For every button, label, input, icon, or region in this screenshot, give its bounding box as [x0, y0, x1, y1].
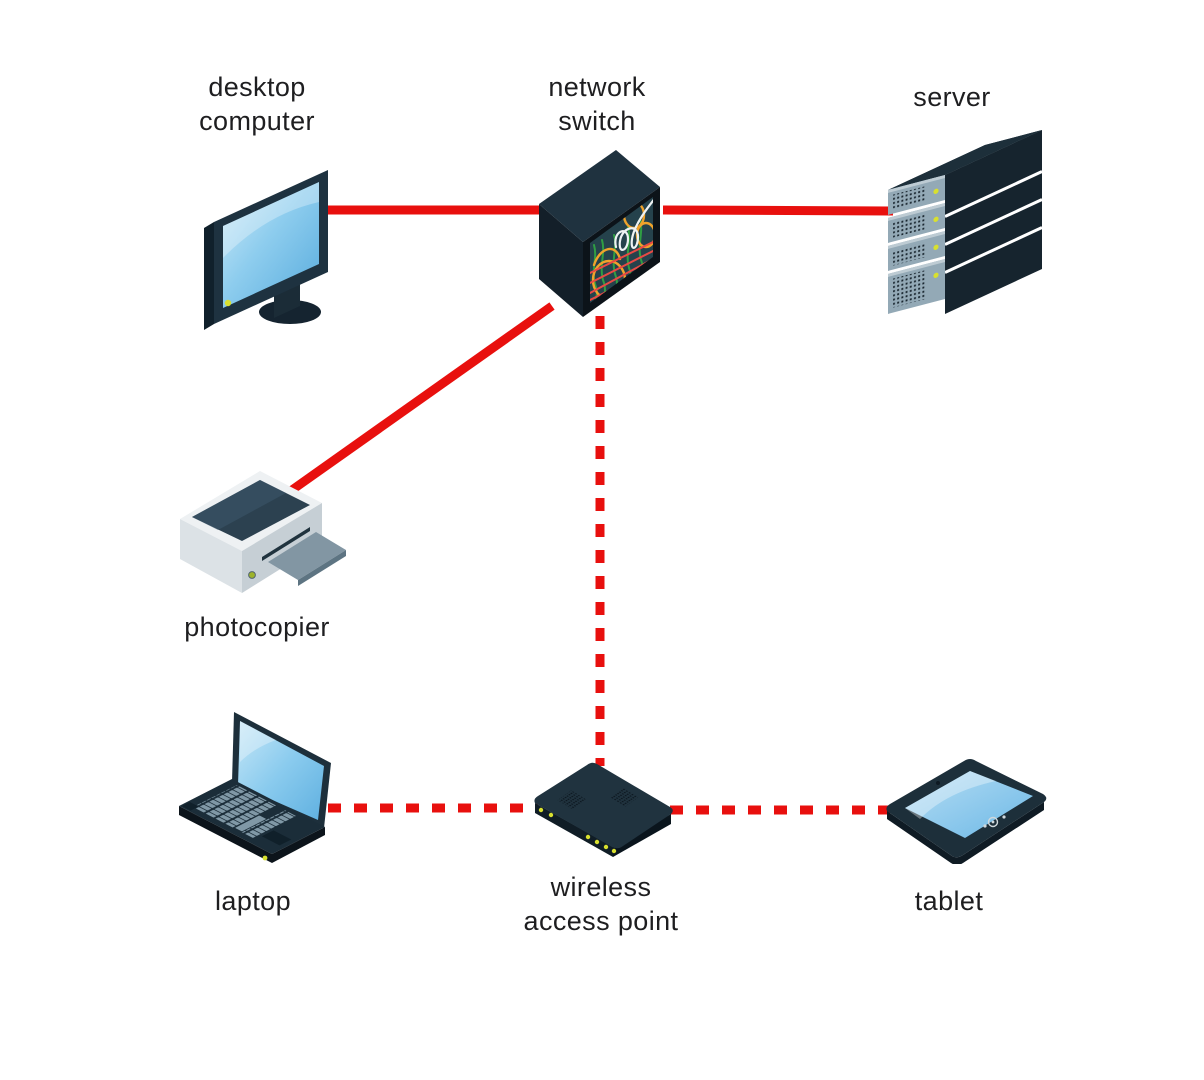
laptop-keyboard — [193, 785, 296, 838]
wap-vents — [557, 787, 639, 810]
node-label-server: server — [913, 82, 991, 112]
tablet-camera — [936, 781, 940, 785]
switch-top — [539, 150, 660, 242]
wap-face-left — [535, 803, 613, 857]
node-label-tablet: tablet — [914, 886, 984, 916]
laptop-screen — [238, 721, 324, 820]
switch-side — [539, 204, 583, 317]
photocopier-icon — [176, 460, 351, 607]
copier-slot — [262, 527, 310, 561]
wap-face-right — [613, 814, 671, 857]
node-label-network-switch: network switch — [548, 72, 646, 137]
monitor-side — [204, 222, 214, 330]
copier-tray — [268, 532, 346, 580]
desktop-computer-icon — [198, 160, 338, 335]
network-switch-icon — [536, 147, 666, 326]
laptop-spacebar — [235, 815, 266, 832]
tablet-home-button — [987, 816, 999, 828]
copier-front — [180, 519, 242, 593]
node-label-laptop: laptop — [215, 886, 291, 916]
power-led — [224, 299, 232, 307]
tablet-screen — [905, 771, 1033, 838]
server-front-units — [888, 174, 945, 314]
laptop-icon — [174, 706, 334, 871]
copier-led — [248, 571, 256, 579]
laptop-led — [262, 855, 268, 861]
node-label-wireless-access-point: wireless access point — [523, 872, 679, 937]
monitor-screen — [223, 182, 319, 308]
wap-leds — [538, 807, 617, 854]
wap-top — [534, 762, 673, 849]
connection-network-switch-server — [662, 205, 894, 216]
tablet-icon — [884, 752, 1052, 869]
tablet-thickness — [887, 802, 1044, 865]
wireless-access-point-icon — [528, 756, 678, 863]
laptop-touchpad — [261, 830, 292, 846]
node-label-desktop-computer: desktop computer — [199, 72, 315, 137]
node-label-photocopier: photocopier — [184, 612, 330, 642]
server-icon — [884, 120, 1044, 321]
